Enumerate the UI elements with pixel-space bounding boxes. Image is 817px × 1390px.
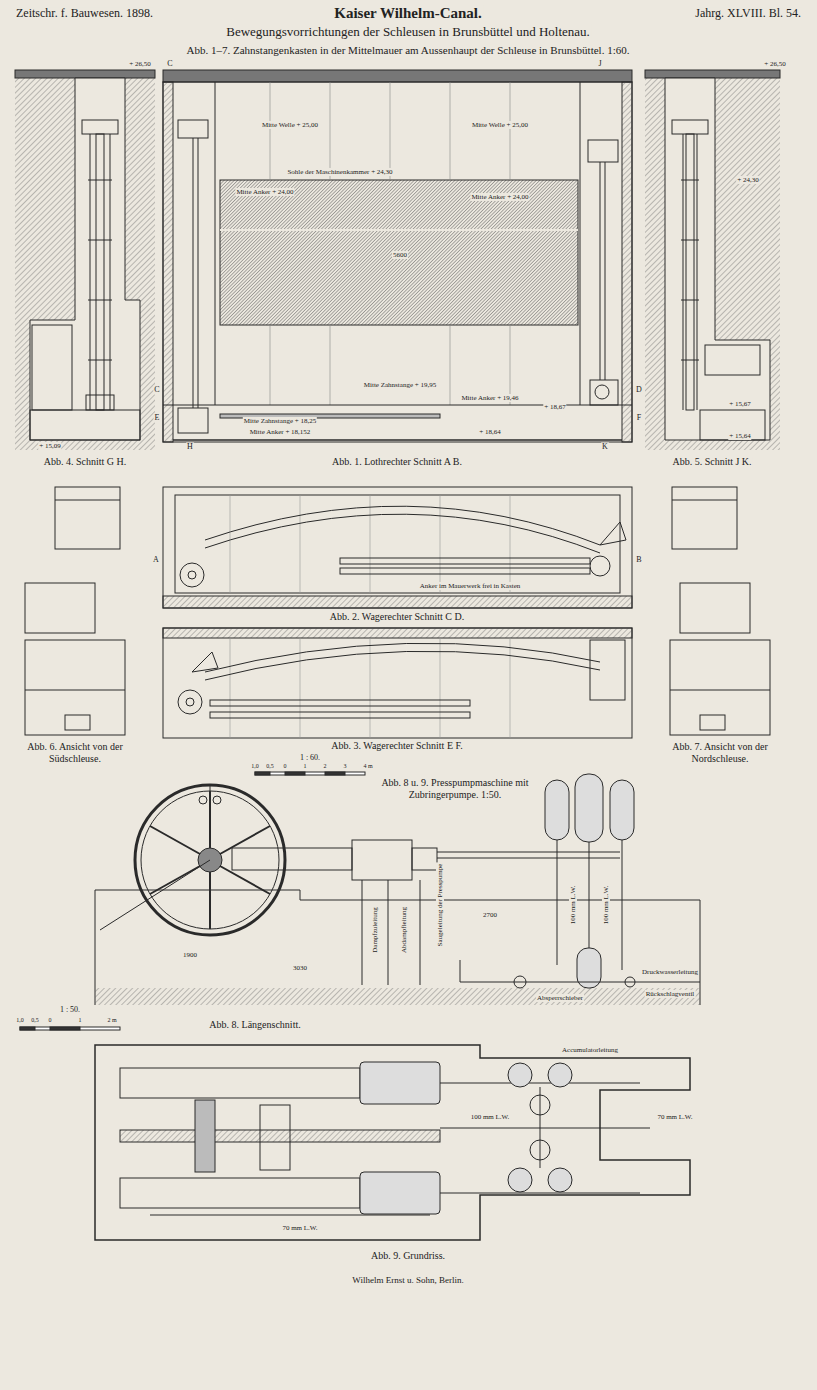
- elevation: + 18,64: [478, 428, 501, 436]
- elevation: Mitte Welle + 25,00: [471, 121, 529, 129]
- scale-number: 0,5: [30, 1017, 40, 1024]
- section-letter: C: [153, 385, 160, 394]
- elevation: + 15,09: [38, 442, 61, 450]
- figure-caption: Abb. 8. Längenschnitt.: [208, 1019, 301, 1031]
- valve-label: Absperrschieber: [536, 994, 584, 1002]
- section-letter: J: [597, 59, 602, 68]
- figure-caption: Abb. 4. Schnitt G H.: [43, 456, 128, 468]
- scale-number: 1,0: [250, 763, 260, 770]
- elevation: + 18,67: [543, 403, 566, 411]
- section-letter: K: [601, 442, 609, 451]
- elevation: Mitte Anker + 24,00: [470, 193, 529, 201]
- pipe-label: Abdampfleitung: [400, 906, 408, 954]
- note: Anker im Mauerwerk frei in Kasten: [419, 582, 522, 590]
- elevation: Mitte Anker + 18,152: [249, 428, 312, 436]
- figure-caption: Abb. 1. Lothrechter Schnitt A B.: [331, 456, 463, 468]
- publisher: Wilhelm Ernst u. Sohn, Berlin.: [351, 1275, 464, 1285]
- section-letter: H: [186, 442, 194, 451]
- figure-caption: Abb. 5. Schnitt J K.: [671, 456, 752, 468]
- pipe-size: 100 mm L.W.: [602, 885, 610, 926]
- scale-number: 2 m: [106, 1017, 117, 1024]
- figure-caption: Abb. 2. Wagerechter Schnitt C D.: [329, 611, 466, 623]
- pipe-label: Druckwasserleitung: [641, 968, 699, 976]
- pipe-size: 70 mm L.W.: [281, 1224, 318, 1232]
- elevation: Mitte Anker + 19,46: [460, 394, 519, 402]
- scale-number: 1: [78, 1017, 83, 1024]
- scale-number: 1: [303, 763, 308, 770]
- dimension: 5600: [392, 251, 408, 259]
- elevation: Mitte Anker + 24,00: [235, 188, 294, 196]
- scale-label: 1 : 50.: [59, 1005, 81, 1014]
- figure-caption: Abb. 7. Ansicht von der Nordschleuse.: [659, 741, 781, 764]
- elevation: + 26,50: [763, 60, 786, 68]
- pipe-size: 100 mm L.W.: [470, 1113, 511, 1121]
- subtitle: Bewegungsvorrichtungen der Schleusen in …: [225, 25, 591, 40]
- figure-caption: Abb. 8 u. 9. Presspumpmaschine mit Zubri…: [369, 777, 541, 800]
- pipe-label: Dampfzuleitung: [371, 906, 379, 954]
- elevation: Mitte Welle + 25,00: [261, 121, 319, 129]
- journal-reference: Zeitschr. f. Bauwesen. 1898.: [15, 7, 154, 21]
- pipe-size: 100 mm L.W.: [569, 885, 577, 926]
- elevation: Sohle der Maschinenkammer + 24,30: [286, 168, 393, 176]
- scale-number: 0: [48, 1017, 53, 1024]
- section-letter: F: [636, 413, 642, 422]
- scale-number: 1,0: [15, 1017, 25, 1024]
- elevation: + 24,30: [736, 176, 759, 184]
- figure-caption: Abb. 3. Wagerechter Schnitt E F.: [330, 740, 464, 752]
- sheet-number: Jahrg. XLVIII. Bl. 54.: [694, 7, 802, 21]
- scale-number: 2: [323, 763, 328, 770]
- dimension: 1900: [182, 951, 198, 959]
- section-letter: E: [154, 413, 161, 422]
- valve-label: Rückschlagventil: [645, 990, 696, 998]
- scale-number: 0,5: [265, 763, 275, 770]
- dimension: 3030: [292, 964, 308, 972]
- pipe-label: Accumulatorleitung: [561, 1046, 619, 1054]
- plate-title: Kaiser Wilhelm-Canal.: [333, 5, 483, 22]
- section-letter: B: [635, 555, 642, 564]
- section-letter: C: [166, 59, 173, 68]
- elevation: + 15,64: [728, 432, 751, 440]
- scale-number: 0: [283, 763, 288, 770]
- pipe-size: 70 mm L.W.: [656, 1113, 693, 1121]
- figure-caption: Abb. 6. Ansicht von der Südschleuse.: [14, 741, 136, 764]
- elevation: + 15,67: [728, 400, 751, 408]
- scale-label: 1 : 60.: [299, 753, 321, 762]
- elevation: Mitte Zahnstange + 18,25: [243, 417, 317, 425]
- scale-number: 4 m: [362, 763, 373, 770]
- section-letter: D: [635, 385, 643, 394]
- dimension: 2700: [482, 911, 498, 919]
- pipe-label: Saugeleitung der Presspumpe: [436, 863, 444, 948]
- figure-caption: Abb. 9. Grundriss.: [370, 1250, 446, 1262]
- section-letter: A: [152, 555, 160, 564]
- elevation: Mitte Zahnstange + 19,95: [363, 381, 437, 389]
- elevation: + 26,50: [128, 60, 151, 68]
- scale-number: 3: [343, 763, 348, 770]
- figure-group-caption: Abb. 1–7. Zahnstangenkasten in der Mitte…: [186, 44, 631, 57]
